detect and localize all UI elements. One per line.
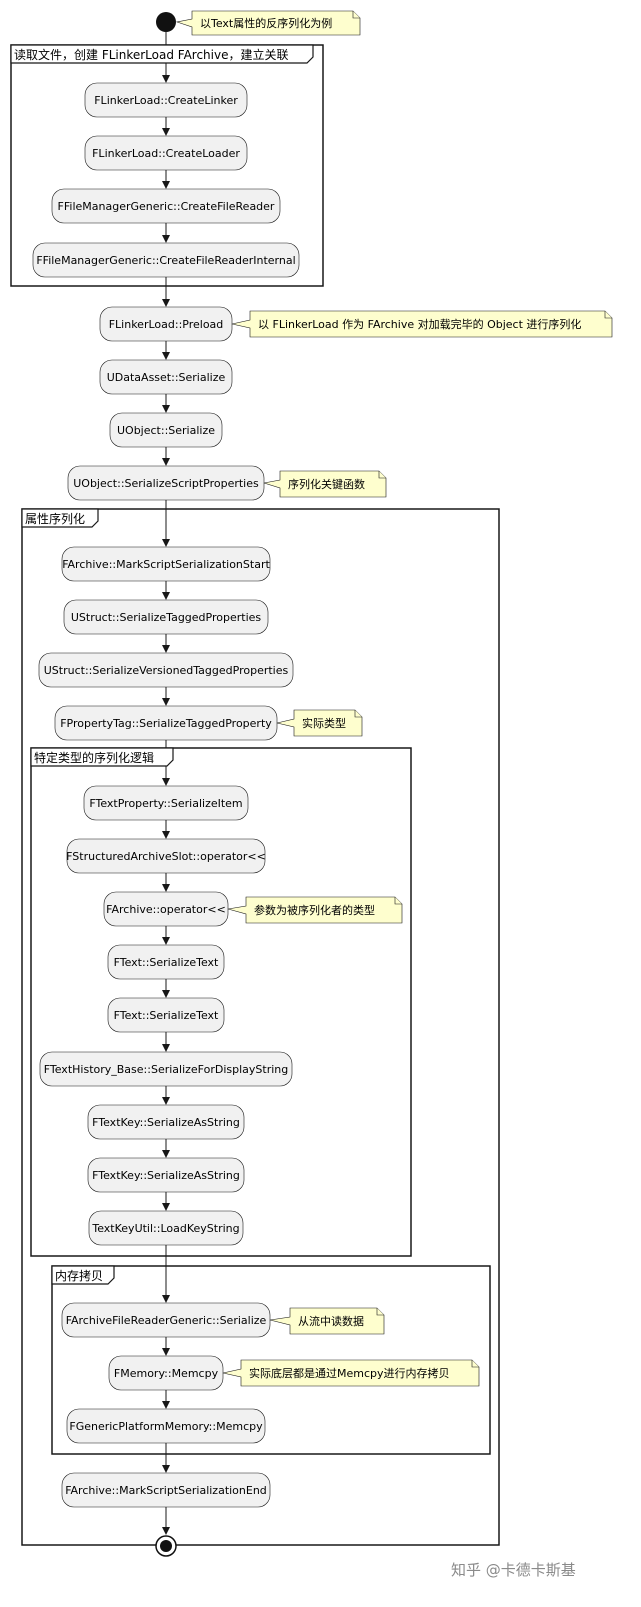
activity-label: FTextKey::SerializeAsString <box>92 1116 240 1129</box>
note-n3: 实际类型 <box>276 709 363 737</box>
note-text: 以 FLinkerLoad 作为 FArchive 对加载完毕的 Object … <box>258 317 581 331</box>
activity-node: FArchive::MarkScriptSerializationEnd <box>61 1472 271 1508</box>
activity-label: FArchive::MarkScriptSerializationEnd <box>65 1484 267 1497</box>
activity-node: FTextKey::SerializeAsString <box>87 1104 245 1140</box>
note-text: 实际类型 <box>302 716 346 730</box>
activity-node: FLinkerLoad::Preload <box>99 306 233 342</box>
watermark: 知乎 @卡德卡斯基 <box>451 1561 576 1579</box>
activity-node: FArchiveFileReaderGeneric::Serialize <box>61 1302 271 1338</box>
note-n5: 从流中读数据 <box>269 1307 385 1335</box>
note-n6: 实际底层都是通过Memcpy进行内存拷贝 <box>222 1359 480 1387</box>
group-read: 读取文件，创建 FLinkerLoad FArchive，建立关联 <box>10 44 324 287</box>
activity-label: FArchiveFileReaderGeneric::Serialize <box>66 1314 267 1327</box>
activity-label: FTextProperty::SerializeItem <box>89 797 242 810</box>
activity-label: FGenericPlatformMemory::Memcpy <box>69 1420 263 1433</box>
activity-node: FStructuredArchiveSlot::operator<< <box>66 838 266 874</box>
activity-label: UObject::SerializeScriptProperties <box>73 477 259 490</box>
activity-node: UObject::Serialize <box>109 412 223 448</box>
activity-label: UStruct::SerializeTaggedProperties <box>71 611 262 624</box>
activity-label: FText::SerializeText <box>114 956 219 969</box>
start-node <box>156 12 176 32</box>
activity-node: FTextHistory_Base::SerializeForDisplaySt… <box>39 1051 293 1087</box>
note-text: 从流中读数据 <box>298 1314 364 1328</box>
activity-label: UDataAsset::Serialize <box>107 371 226 384</box>
activity-label: FMemory::Memcpy <box>114 1367 219 1380</box>
activity-label: FLinkerLoad::CreateLoader <box>92 147 240 160</box>
activity-node: FText::SerializeText <box>107 997 225 1033</box>
activity-node: FFileManagerGeneric::CreateFileReaderInt… <box>32 242 300 278</box>
activity-node: FLinkerLoad::CreateLoader <box>84 135 248 171</box>
activity-node: FLinkerLoad::CreateLinker <box>84 82 248 118</box>
end-node <box>155 1535 177 1557</box>
activity-label: FLinkerLoad::Preload <box>109 318 224 331</box>
activity-node: UStruct::SerializeTaggedProperties <box>63 599 269 635</box>
activity-label: FLinkerLoad::CreateLinker <box>94 94 238 107</box>
note-n2: 序列化关键函数 <box>263 470 387 498</box>
activity-label: FFileManagerGeneric::CreateFileReaderInt… <box>36 254 295 267</box>
activity-label: TextKeyUtil::LoadKeyString <box>91 1222 239 1235</box>
activity-node: FArchive::operator<< <box>103 891 229 927</box>
note-text: 以Text属性的反序列化为例 <box>200 16 332 30</box>
note-text: 序列化关键函数 <box>288 477 365 491</box>
activity-label: UStruct::SerializeVersionedTaggedPropert… <box>44 664 289 677</box>
activity-node: FPropertyTag::SerializeTaggedProperty <box>54 705 278 741</box>
activity-node: UObject::SerializeScriptProperties <box>67 465 265 501</box>
activity-node: FText::SerializeText <box>107 944 225 980</box>
group-mem: 内存拷贝 <box>51 1265 491 1455</box>
activity-node: FMemory::Memcpy <box>108 1355 224 1391</box>
group-typed: 特定类型的序列化逻辑 <box>30 747 412 1257</box>
activity-label: FArchive::operator<< <box>106 903 226 916</box>
group-label: 内存拷贝 <box>55 1268 103 1283</box>
group-label: 读取文件，创建 FLinkerLoad FArchive，建立关联 <box>14 47 288 62</box>
activity-label: FTextHistory_Base::SerializeForDisplaySt… <box>44 1063 289 1076</box>
activity-label: FStructuredArchiveSlot::operator<< <box>66 850 266 863</box>
activity-label: FFileManagerGeneric::CreateFileReader <box>58 200 275 213</box>
group-label: 特定类型的序列化逻辑 <box>34 750 154 765</box>
note-text: 实际底层都是通过Memcpy进行内存拷贝 <box>249 1366 450 1380</box>
activity-node: FFileManagerGeneric::CreateFileReader <box>51 188 281 224</box>
activity-node: UStruct::SerializeVersionedTaggedPropert… <box>38 652 294 688</box>
activity-label: FTextKey::SerializeAsString <box>92 1169 240 1182</box>
note-text: 参数为被序列化者的类型 <box>254 903 375 917</box>
note-n4: 参数为被序列化者的类型 <box>227 896 403 924</box>
activity-node: UDataAsset::Serialize <box>99 359 233 395</box>
activity-node: TextKeyUtil::LoadKeyString <box>88 1210 244 1246</box>
activity-label: FText::SerializeText <box>114 1009 219 1022</box>
group-label: 属性序列化 <box>25 511 85 526</box>
note-n1: 以 FLinkerLoad 作为 FArchive 对加载完毕的 Object … <box>231 310 613 338</box>
activity-node: FTextKey::SerializeAsString <box>87 1157 245 1193</box>
activity-label: UObject::Serialize <box>117 424 215 437</box>
activity-node: FGenericPlatformMemory::Memcpy <box>66 1408 266 1444</box>
activity-node: FArchive::MarkScriptSerializationStart <box>61 546 270 582</box>
group-prop: 属性序列化 <box>21 508 500 1546</box>
activity-label: FPropertyTag::SerializeTaggedProperty <box>60 717 272 730</box>
activity-label: FArchive::MarkScriptSerializationStart <box>62 558 270 571</box>
note-n0: 以Text属性的反序列化为例 <box>175 10 361 36</box>
activity-node: FTextProperty::SerializeItem <box>83 785 249 821</box>
